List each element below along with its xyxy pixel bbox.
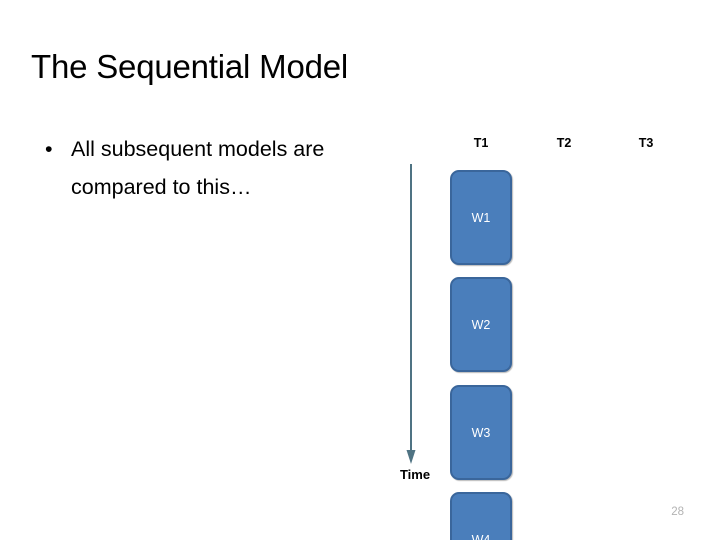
model-box-w3: W3 <box>450 385 512 480</box>
column-header-t1: T1 <box>473 136 489 150</box>
bullet-point-icon: • <box>45 137 53 161</box>
time-arrow-icon <box>406 164 416 464</box>
slide-number: 28 <box>671 506 684 518</box>
column-header-t3: T3 <box>638 136 654 150</box>
model-box-w4: W4 <box>450 492 512 540</box>
bullet-item-text: All subsequent models are compared to th… <box>71 137 325 199</box>
page-title: The Sequential Model <box>31 48 349 85</box>
model-box-w1: W1 <box>450 170 512 265</box>
column-header-t2: T2 <box>556 136 572 150</box>
list-item: • All subsequent models are compared to … <box>31 130 361 206</box>
model-box-w2: W2 <box>450 277 512 372</box>
bullet-list: • All subsequent models are compared to … <box>31 130 361 206</box>
time-axis-label: Time <box>399 467 431 482</box>
